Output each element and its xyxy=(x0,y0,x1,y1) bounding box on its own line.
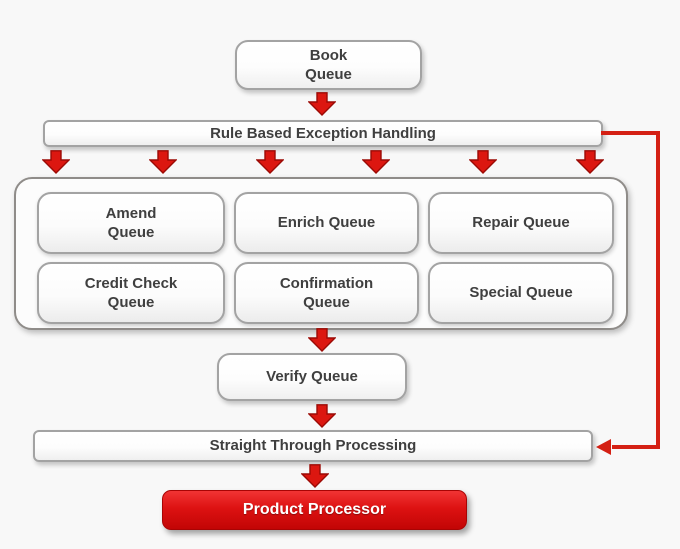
credit-check-queue-node: Credit Check Queue xyxy=(37,262,225,324)
product-processor-node: Product Processor xyxy=(162,490,467,530)
exception-queues-grid: Amend Queue Enrich Queue Repair Queue Cr… xyxy=(37,192,614,324)
down-arrow-icon xyxy=(575,150,604,174)
down-arrow-icon xyxy=(42,150,70,174)
repair-queue-node: Repair Queue xyxy=(428,192,614,254)
down-arrow-icon xyxy=(469,150,498,174)
down-arrow-icon xyxy=(308,92,336,116)
down-arrow-icon xyxy=(362,150,391,174)
credit-check-queue-label: Credit Check Queue xyxy=(84,274,178,311)
down-arrow-icon xyxy=(255,150,284,174)
verify-queue-label: Verify Queue xyxy=(266,368,358,386)
down-arrow-icon xyxy=(148,150,177,174)
bypass-connector-top xyxy=(601,131,660,135)
straight-through-processing-label: Straight Through Processing xyxy=(209,437,417,455)
down-arrow-icon xyxy=(308,328,336,352)
repair-queue-label: Repair Queue xyxy=(472,214,570,232)
amend-queue-label: Amend Queue xyxy=(105,204,157,241)
confirmation-queue-label: Confirmation Queue xyxy=(279,274,374,311)
exception-queues-group: Amend Queue Enrich Queue Repair Queue Cr… xyxy=(14,177,628,330)
amend-queue-node: Amend Queue xyxy=(37,192,225,254)
enrich-queue-label: Enrich Queue xyxy=(277,214,376,232)
rule-based-exception-handling-label: Rule Based Exception Handling xyxy=(210,124,436,142)
enrich-queue-node: Enrich Queue xyxy=(234,192,419,254)
book-queue-node: Book Queue xyxy=(235,40,422,90)
straight-through-processing-node: Straight Through Processing xyxy=(33,430,593,462)
bypass-connector-vertical xyxy=(656,131,660,449)
rule-based-exception-handling-node: Rule Based Exception Handling xyxy=(43,120,603,147)
fanout-arrows xyxy=(42,150,604,174)
product-processor-label: Product Processor xyxy=(242,501,387,518)
book-queue-label: Book Queue xyxy=(305,46,352,83)
bypass-left-arrowhead-icon xyxy=(596,439,611,455)
confirmation-queue-node: Confirmation Queue xyxy=(234,262,419,324)
special-queue-node: Special Queue xyxy=(428,262,614,324)
verify-queue-node: Verify Queue xyxy=(217,353,407,401)
bypass-connector-bottom xyxy=(612,445,660,449)
special-queue-label: Special Queue xyxy=(469,284,573,302)
down-arrow-icon xyxy=(301,464,329,488)
down-arrow-icon xyxy=(308,404,336,428)
